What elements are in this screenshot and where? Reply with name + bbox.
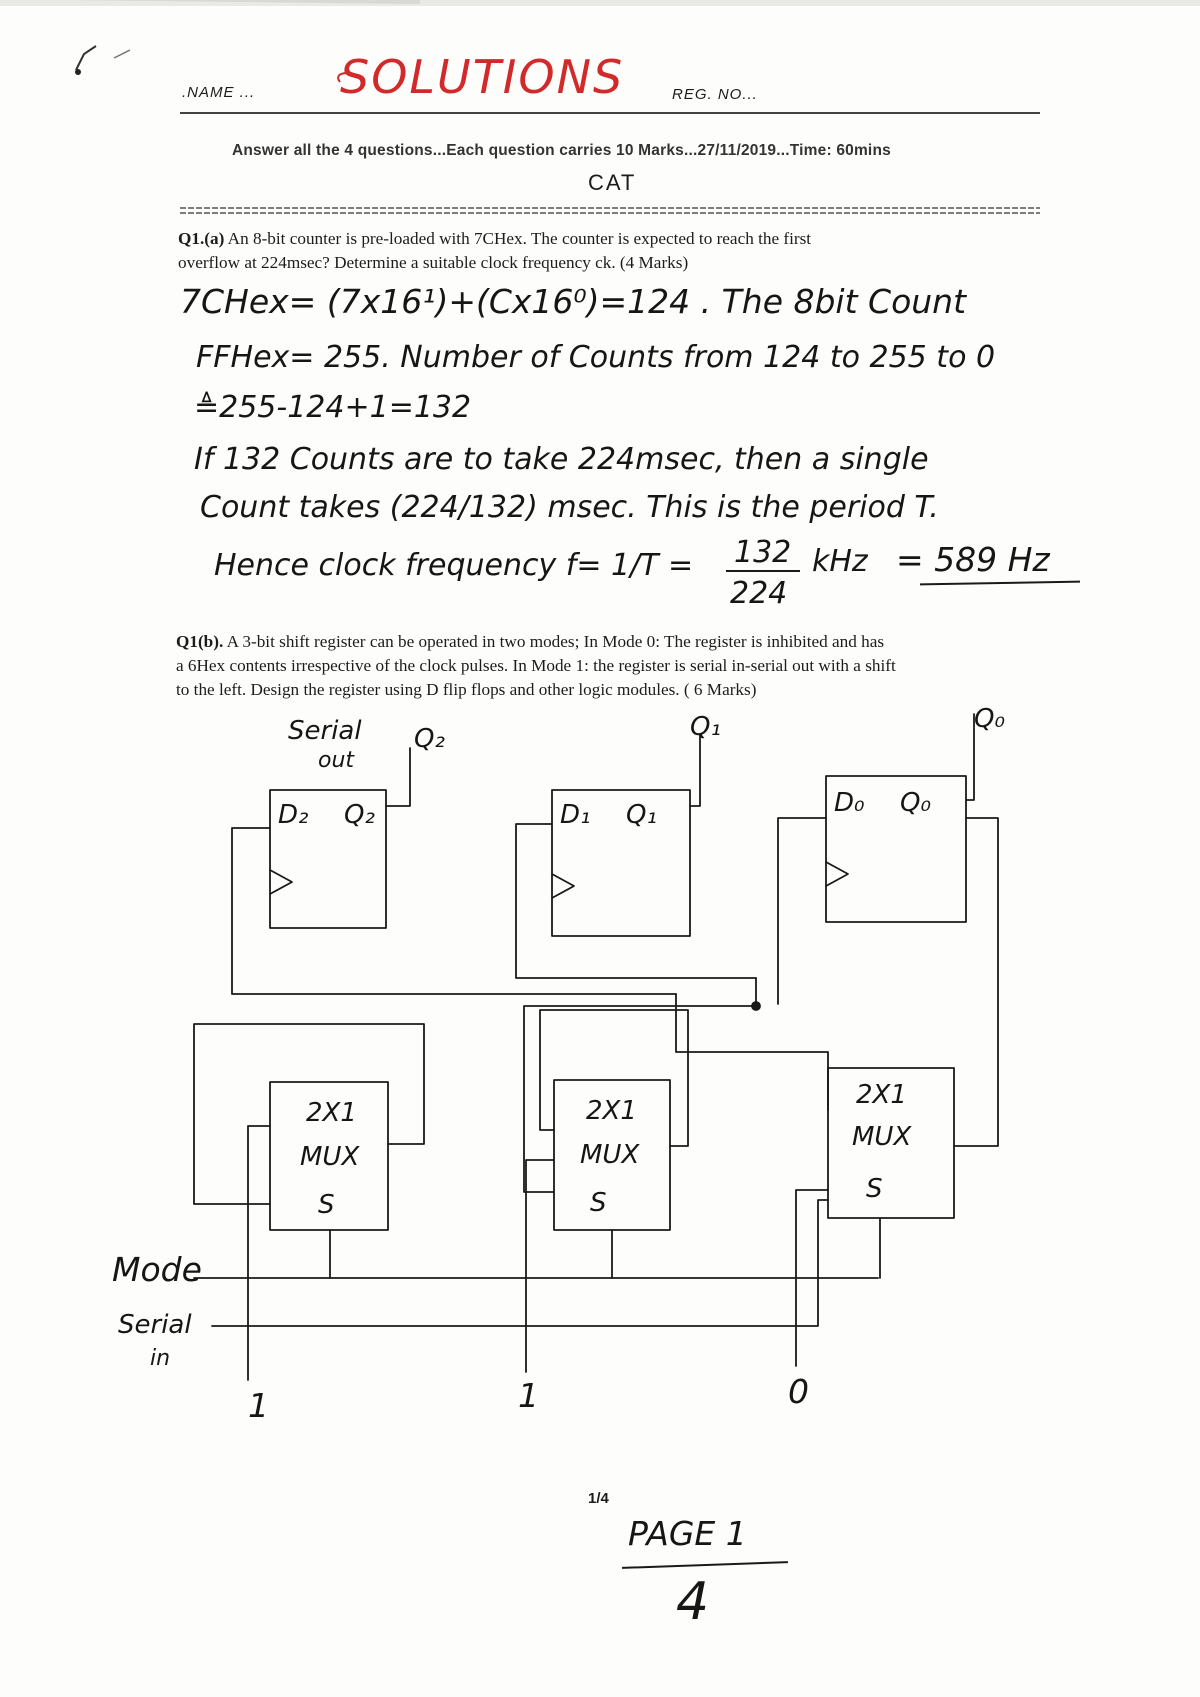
ff0-q-label: Q₀ — [900, 788, 931, 818]
page-total: 4 — [676, 1572, 710, 1632]
q1a-text-line1: An 8-bit counter is pre-loaded with 7CHe… — [227, 229, 812, 248]
mux2-label-1: 2X1 — [306, 1098, 357, 1128]
serial-in-label-1: Serial — [118, 1310, 192, 1340]
mode-label: Mode — [112, 1250, 202, 1289]
ff2-d-label: D₂ — [278, 800, 309, 830]
q1b-text-line1: A 3-bit shift register can be operated i… — [226, 632, 885, 651]
ff1-q-label: Q₁ — [626, 800, 657, 830]
constant-1-middle: 1 — [518, 1376, 539, 1415]
final-result: = 589 Hz — [896, 540, 1050, 579]
q1b-question: Q1(b). A 3-bit shift register can be ope… — [176, 630, 1076, 702]
answer-line-1: 7CHex= (7x16¹)+(Cx16⁰)=124 . The 8bit Co… — [180, 282, 967, 321]
answer-line-6-prefix: Hence clock frequency f= 1/T = — [214, 548, 694, 583]
mux0-label-1: 2X1 — [856, 1080, 907, 1110]
ff1-box — [552, 790, 690, 936]
staple-mark-icon — [75, 40, 150, 75]
mux2-select: S — [318, 1190, 335, 1220]
q1a-question: Q1.(a) An 8-bit counter is pre-loaded wi… — [178, 227, 1058, 275]
ff1-d-label: D₁ — [560, 800, 591, 830]
page-number: 1/4 — [588, 1490, 609, 1507]
q1b-text-line3: to the left. Design the register using D… — [176, 680, 757, 699]
mux0-box — [828, 1068, 954, 1218]
mux0-select: S — [866, 1174, 883, 1204]
mux1-select: S — [590, 1188, 607, 1218]
q1a-text-line2: overflow at 224msec? Determine a suitabl… — [178, 253, 689, 272]
constant-0-right: 0 — [788, 1372, 809, 1411]
q0-output-label: Q₀ — [974, 704, 1005, 734]
header-rule — [180, 112, 1040, 114]
instructions-line: Answer all the 4 questions...Each questi… — [232, 142, 891, 159]
double-rule — [180, 206, 1040, 216]
fraction-denominator: 224 — [730, 576, 788, 611]
answer-line-2: FFHex= 255. Number of Counts from 124 to… — [196, 340, 996, 375]
answer-line-5: Count takes (224/132) msec. This is the … — [200, 490, 939, 525]
ff2-q-label: Q₂ — [344, 800, 375, 830]
serial-out-label-1: Serial — [288, 716, 362, 746]
serial-in-label-2: in — [150, 1346, 171, 1371]
ff2-box — [270, 790, 386, 928]
mux2-box — [270, 1082, 388, 1230]
q1-output-label: Q₁ — [690, 712, 721, 742]
fraction-bar — [726, 570, 800, 572]
ff0-d-label: D₀ — [834, 788, 865, 818]
reg-no-label: REG. NO... — [672, 86, 758, 103]
constant-1-left: 1 — [248, 1386, 269, 1425]
name-label: .NAME ... — [182, 84, 256, 101]
fraction-numerator: 132 — [734, 535, 792, 570]
answer-line-3: ≜255-124+1=132 — [194, 390, 472, 425]
serial-out-label-2: out — [318, 748, 355, 773]
mux0-label-2: MUX — [852, 1122, 912, 1152]
solutions-oval — [326, 52, 616, 112]
mux1-label-1: 2X1 — [586, 1096, 637, 1126]
page-note: PAGE 1 — [628, 1514, 747, 1553]
answer-line-4: If 132 Counts are to take 224msec, then … — [194, 442, 929, 477]
ff0-box — [826, 776, 966, 922]
unit-khz: kHz — [812, 544, 868, 579]
exam-title: CAT — [588, 170, 637, 195]
q1b-number: Q1(b). — [176, 632, 224, 651]
q1b-text-line2: a 6Hex contents irrespective of the cloc… — [176, 656, 896, 675]
mux1-label-2: MUX — [580, 1140, 640, 1170]
mux2-label-2: MUX — [300, 1142, 360, 1172]
q1a-number: Q1.(a) — [178, 229, 225, 248]
scan-edge-shadow — [0, 0, 1200, 6]
q2-output-label: Q₂ — [414, 724, 445, 754]
solutions-stamp: SOLUTIONS — [340, 50, 625, 104]
